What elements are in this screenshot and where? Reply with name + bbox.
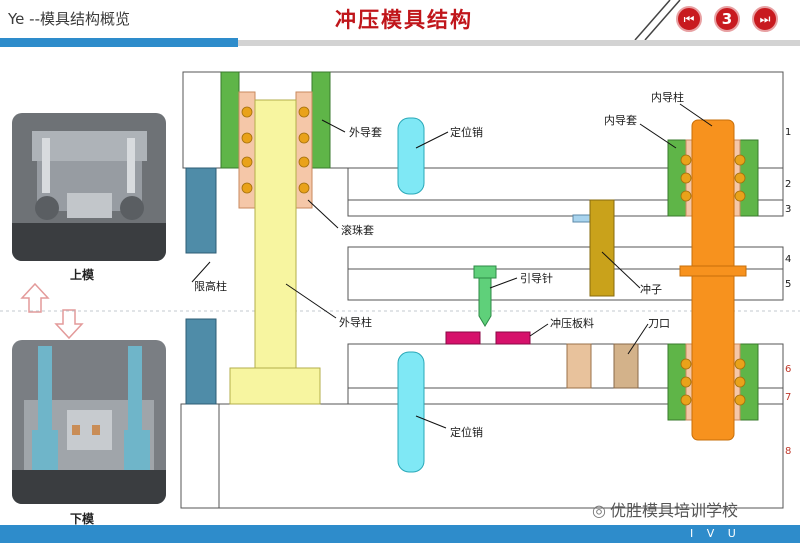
locating-pin-bottom	[397, 351, 425, 473]
plate-number-6: 6	[785, 364, 791, 375]
stamping-strip-left	[445, 331, 481, 345]
skip-previous-icon: ⏮	[683, 11, 695, 26]
locating-pin-top	[397, 117, 425, 195]
label-outer-guide-post: 外导柱	[339, 315, 372, 329]
next-page-button[interactable]: ⏭	[752, 6, 778, 32]
page-number: 3	[721, 10, 733, 28]
plate-number-5: 5	[785, 279, 791, 290]
inner-guide-post	[691, 119, 735, 441]
outer-guide-post-base	[229, 367, 321, 405]
pilot-pin	[478, 277, 492, 327]
upper-clamp-left-block	[182, 71, 222, 169]
plate-number-3: 3	[785, 204, 791, 215]
skip-next-icon: ⏭	[759, 11, 771, 26]
upper-die-caption: 上模	[70, 268, 95, 282]
ball-bearings-outer	[241, 106, 310, 194]
stamping-strip-right	[495, 331, 531, 345]
label-stop-post: 限高柱	[194, 279, 227, 293]
lower-clamp-left-block	[180, 403, 220, 509]
watermark: ◎优胜模具培训学校	[592, 497, 738, 521]
stop-post-upper	[185, 167, 217, 254]
current-page-button[interactable]: 3	[714, 6, 740, 32]
punch	[589, 199, 615, 297]
pilot-pin-head	[473, 265, 497, 279]
watermark-text: 优胜模具培训学校	[609, 501, 738, 520]
lower-die-photo	[12, 340, 166, 504]
leader-lines	[191, 103, 713, 429]
ball-bearings-inner	[680, 154, 746, 406]
plate-number-4: 4	[785, 254, 791, 265]
label-locating-pin-top: 定位销	[450, 125, 483, 139]
inner-guide-post-collar	[679, 265, 747, 277]
label-punch: 冲子	[640, 282, 662, 296]
footer-brand: I V U	[690, 527, 741, 540]
arrow-down-icon	[54, 309, 84, 340]
label-pilot-pin: 引导针	[520, 271, 553, 285]
outer-guide-sleeve-left	[220, 71, 240, 169]
lower-clamp-plate	[180, 403, 784, 509]
plate-number-1: 1	[785, 127, 791, 138]
header: Ye --模具结构概览 冲压模具结构 ⏮ 3 ⏭	[0, 0, 800, 48]
label-locating-pin-bottom: 定位销	[450, 425, 483, 439]
header-rule-gray	[238, 40, 800, 46]
label-ball-sleeve: 滚珠套	[341, 223, 374, 237]
stop-post-lower	[185, 318, 217, 405]
label-inner-guide-sleeve: 内导套	[604, 113, 637, 127]
plate-number-8: 8	[785, 446, 791, 457]
label-stamping-strip: 冲压板料	[550, 316, 594, 330]
slide-title: 冲压模具结构	[335, 7, 473, 32]
cutting-edge-insert-right	[613, 343, 639, 389]
label-outer-guide-sleeve: 外导套	[349, 126, 382, 139]
outer-guide-sleeve-right	[311, 71, 331, 169]
arrow-up-icon	[20, 282, 50, 313]
cutting-edge-insert-left	[566, 343, 592, 389]
label-cutting-edge: 刀口	[648, 317, 670, 330]
header-rule-blue	[0, 38, 238, 47]
lower-die-caption: 下模	[70, 512, 95, 526]
header-diagonal-decoration	[634, 0, 681, 40]
wechat-icon: ◎	[592, 501, 606, 520]
plate-number-2: 2	[785, 179, 791, 190]
footer-bar	[0, 525, 800, 543]
first-page-button[interactable]: ⏮	[676, 6, 702, 32]
plate-number-7: 7	[785, 392, 791, 403]
document-title: Ye --模具结构概览	[8, 10, 130, 28]
outer-guide-post	[254, 99, 297, 371]
label-inner-guide-post: 内导柱	[651, 90, 684, 104]
upper-die-photo	[12, 113, 166, 261]
